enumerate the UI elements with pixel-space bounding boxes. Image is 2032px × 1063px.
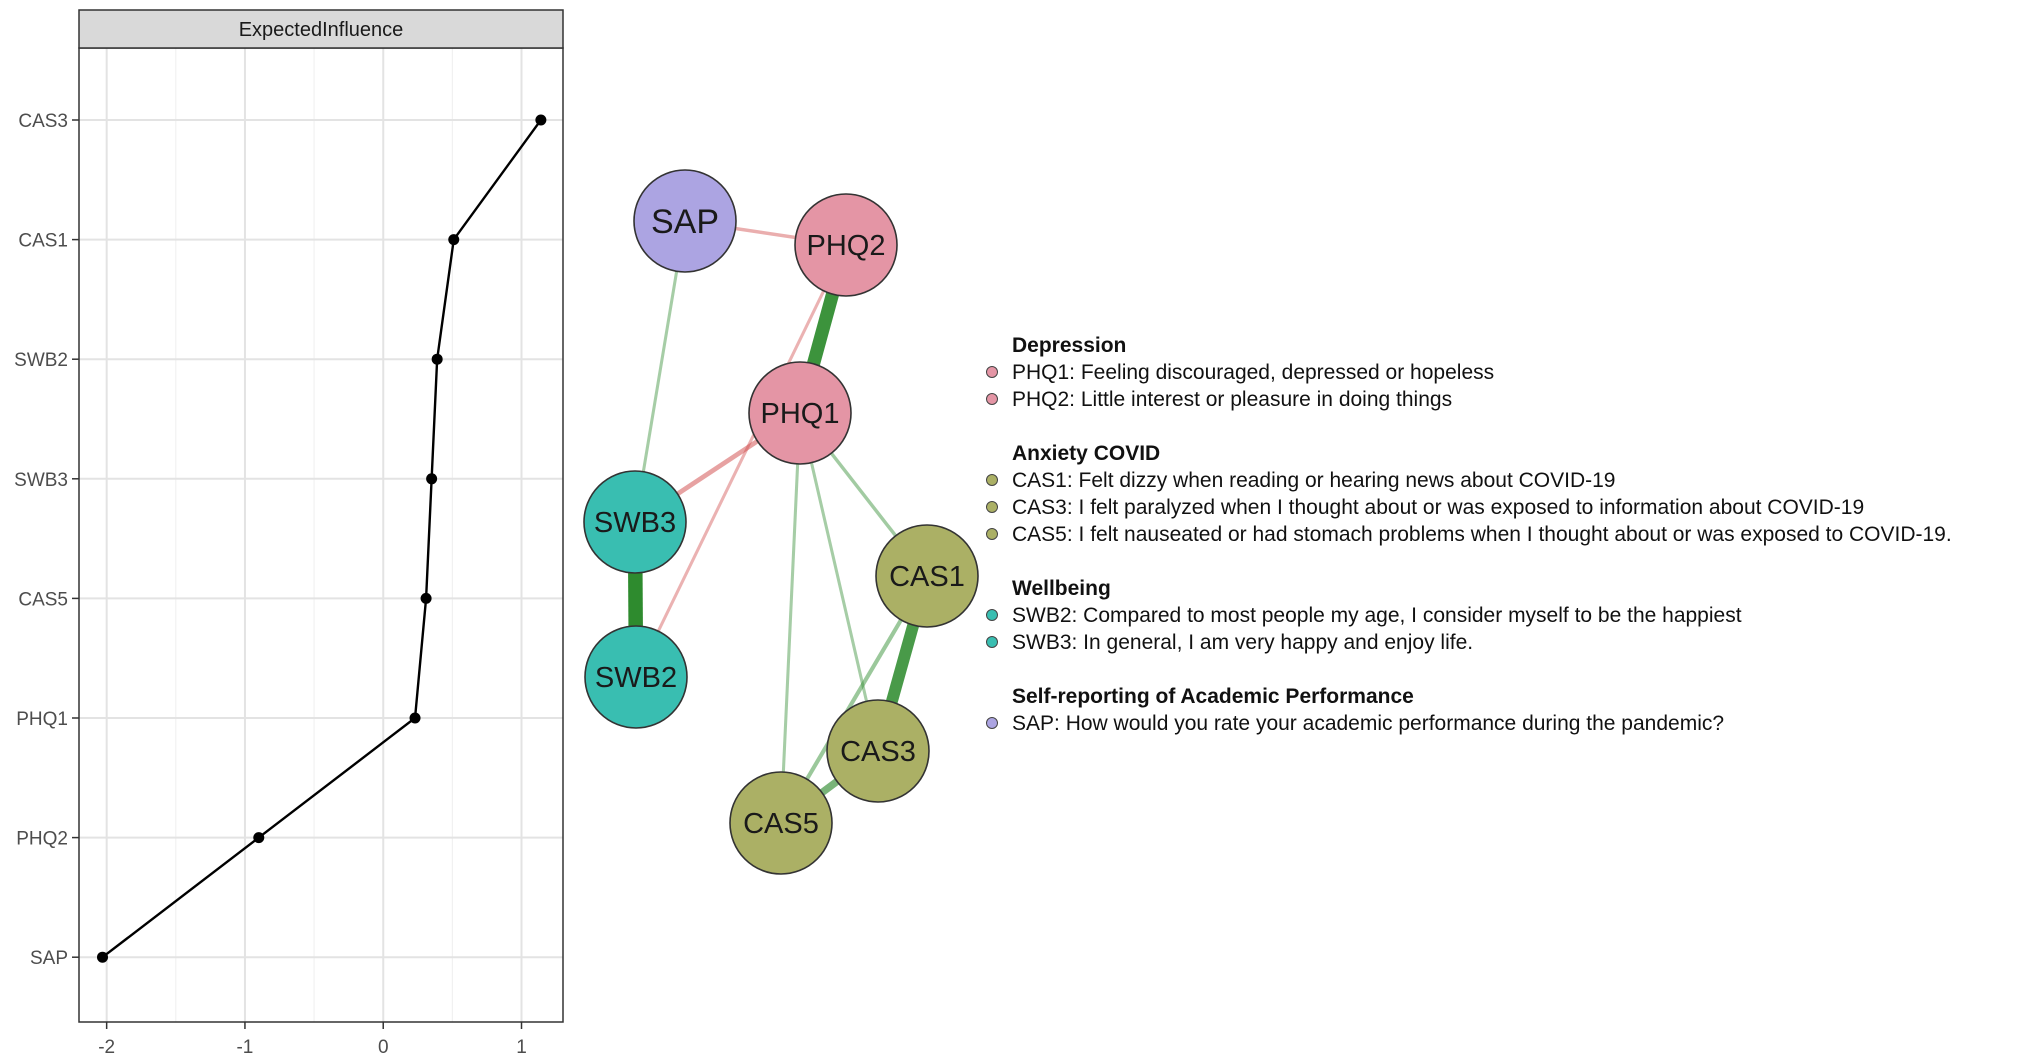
y-tick-label: PHQ1: [16, 709, 68, 730]
y-tick-label: SWB3: [14, 470, 68, 491]
legend-group-title: Self-reporting of Academic Performance: [1012, 685, 1414, 708]
legend-item-label: PHQ1: Feeling discouraged, depressed or …: [1012, 361, 1494, 384]
y-tick-label: CAS5: [18, 589, 68, 610]
legend-item-label: CAS1: Felt dizzy when reading or hearing…: [1012, 469, 1615, 492]
edge-phq1-cas5: [779, 412, 802, 824]
x-tick-label: -2: [98, 1037, 115, 1058]
y-tick-label: SAP: [30, 948, 68, 969]
node-circle: [748, 361, 852, 465]
data-point-cas3: [535, 114, 547, 126]
edge-phq1-cas3: [798, 412, 880, 752]
node-cas3: CAS3: [826, 699, 930, 803]
legend-group-title: Wellbeing: [1012, 577, 1111, 600]
data-point-swb3: [426, 473, 438, 485]
y-tick-label: CAS3: [18, 111, 68, 132]
node-cas1: CAS1: [875, 524, 979, 628]
node-circle: [633, 169, 737, 273]
node-label: PHQ2: [807, 230, 886, 262]
node-circle: [583, 470, 687, 574]
legend-swatch: [986, 366, 998, 378]
legend-swatch: [986, 636, 998, 648]
y-tick-label: PHQ2: [16, 829, 68, 850]
legend-swatch: [986, 717, 998, 729]
y-tick-label: CAS1: [18, 231, 68, 252]
facet-strip: [78, 9, 564, 49]
node-circle: [826, 699, 930, 803]
node-label: SWB3: [594, 507, 676, 539]
node-swb3: SWB3: [583, 470, 687, 574]
x-tick-label: -1: [236, 1037, 253, 1058]
node-label: CAS3: [840, 736, 916, 768]
legend-item-label: CAS5: I felt nauseated or had stomach pr…: [1012, 523, 1952, 546]
node-circle: [875, 524, 979, 628]
node-label: SWB2: [595, 662, 677, 694]
edge-phq2-swb2: [634, 244, 848, 678]
node-label: SAP: [651, 203, 719, 241]
node-circle: [584, 625, 688, 729]
y-tick-label: SWB2: [14, 350, 68, 371]
data-point-swb2: [431, 353, 443, 365]
x-tick-label: 0: [378, 1037, 389, 1058]
plot-background: [79, 48, 563, 1022]
legend-item-label: CAS3: I felt paralyzed when I thought ab…: [1012, 496, 1864, 519]
x-tick-label: 1: [516, 1037, 527, 1058]
node-phq2: PHQ2: [794, 193, 898, 297]
legend-swatch: [986, 528, 998, 540]
node-sap: SAP: [633, 169, 737, 273]
legend-swatch: [986, 474, 998, 486]
node-label: CAS5: [743, 808, 819, 840]
legend-group-title: Anxiety COVID: [1012, 442, 1160, 465]
expected-influence-line: [101, 119, 542, 959]
centrality-plot-panel: ExpectedInfluenceCAS3CAS1SWB2SWB3CAS5PHQ…: [14, 9, 564, 1058]
legend-item-label: SWB3: In general, I am very happy and en…: [1012, 631, 1473, 654]
legend-item-label: SAP: How would you rate your academic pe…: [1012, 712, 1724, 735]
node-swb2: SWB2: [584, 625, 688, 729]
data-point-sap: [97, 951, 109, 963]
node-label: PHQ1: [761, 398, 840, 430]
data-point-phq2: [253, 832, 265, 844]
legend-swatch: [986, 609, 998, 621]
legend-swatch: [986, 501, 998, 513]
node-circle: [729, 771, 833, 875]
legend-item-label: SWB2: Compared to most people my age, I …: [1012, 604, 1742, 627]
node-cas5: CAS5: [729, 771, 833, 875]
node-label: CAS1: [889, 561, 965, 593]
data-point-phq1: [409, 712, 421, 724]
legend-item-label: PHQ2: Little interest or pleasure in doi…: [1012, 388, 1452, 411]
facet-strip-label: ExpectedInfluence: [239, 19, 404, 41]
legend-group-title: Depression: [1012, 334, 1126, 357]
node-circle: [794, 193, 898, 297]
data-point-cas5: [420, 592, 432, 604]
legend-swatch: [986, 393, 998, 405]
data-point-cas1: [448, 234, 460, 246]
node-phq1: PHQ1: [748, 361, 852, 465]
